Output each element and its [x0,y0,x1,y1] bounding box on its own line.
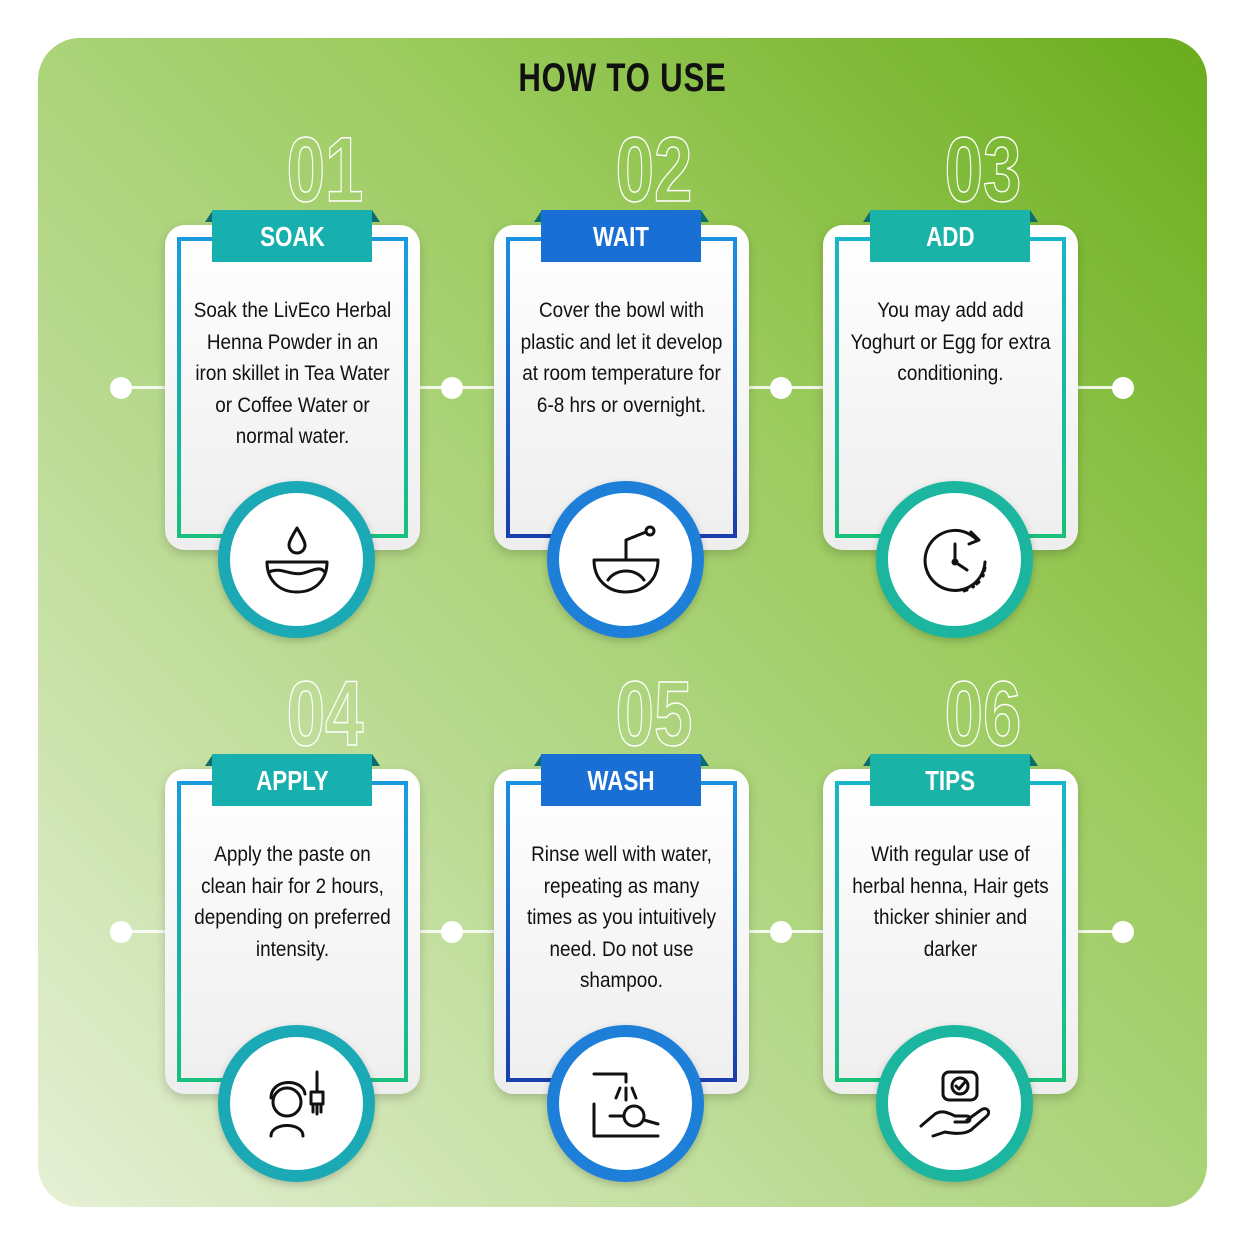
step-description: Soak the LivEco Herbal Henna Powder in a… [193,299,392,448]
ribbon-fold [372,754,380,766]
step-card-soak: 01 SOAK Soak the LivEco Herbal Henna Pow… [165,119,495,670]
ribbon-fold [863,210,871,222]
ribbon-fold [372,210,380,222]
clock-icon [923,528,986,593]
icon-circle [218,481,375,638]
step-card-apply: 04 APPLY Apply the paste on clean hair f… [165,663,495,1214]
mixing-bowl-icon [592,525,659,593]
icon-circle [876,1025,1033,1182]
step-number: 02 [615,119,693,221]
step-label: TIPS [925,765,975,796]
step-number: 05 [615,663,693,765]
step-number: 04 [286,663,364,765]
hair-wash-icon [592,1072,659,1137]
hair-dye-brush-icon [269,1070,324,1137]
step-card-wash: 05 WASH Rinse well with water, repeating… [494,663,824,1214]
ribbon-fold [1030,210,1038,222]
icon-circle [547,481,704,638]
step-label: ADD [925,221,975,252]
step-number: 01 [286,119,364,221]
connector-dot [1112,921,1134,943]
ribbon-fold [701,754,709,766]
step-label: WAIT [593,221,649,252]
step-card-tips: 06 TIPS With regular use of herbal henna… [823,663,1153,1214]
connector-dot [770,377,792,399]
connector-dot [441,921,463,943]
step-ribbon: WASH [541,754,701,806]
page-title: HOW TO USE [518,56,727,100]
step-number: 06 [944,663,1022,765]
ribbon-fold [534,210,542,222]
step-ribbon: APPLY [212,754,372,806]
ribbon-fold [863,754,871,766]
step-label: SOAK [259,221,325,252]
icon-circle [218,1025,375,1182]
connector-dot [1112,377,1134,399]
connector-dot [770,921,792,943]
connector-dot [110,921,132,943]
step-label: WASH [587,765,655,796]
step-ribbon: WAIT [541,210,701,262]
step-ribbon: SOAK [212,210,372,262]
ribbon-fold [701,210,709,222]
step-card-add: 03 ADD You may add add Yoghurt or Egg fo… [823,119,1153,670]
ribbon-fold [205,754,213,766]
step-description: With regular use of herbal henna, Hair g… [852,843,1049,961]
step-card-wait: 02 WAIT Cover the bowl with plastic and … [494,119,824,670]
icon-circle [547,1025,704,1182]
step-ribbon: ADD [870,210,1030,262]
step-description: Apply the paste on clean hair for 2 hour… [194,843,391,961]
ribbon-fold [534,754,542,766]
step-description: Rinse well with water, repeating as many… [526,843,717,992]
step-description: Cover the bowl with plastic and let it d… [520,299,723,417]
step-description: You may add add Yoghurt or Egg for extra… [850,299,1051,385]
connector-dot [441,377,463,399]
step-label: APPLY [255,765,329,796]
ribbon-fold [205,210,213,222]
ribbon-fold [1030,754,1038,766]
step-number: 03 [944,119,1022,221]
step-ribbon: TIPS [870,754,1030,806]
icon-circle [876,481,1033,638]
connector-dot [110,377,132,399]
water-bowl-icon [265,526,328,593]
hand-check-icon [919,1070,990,1137]
